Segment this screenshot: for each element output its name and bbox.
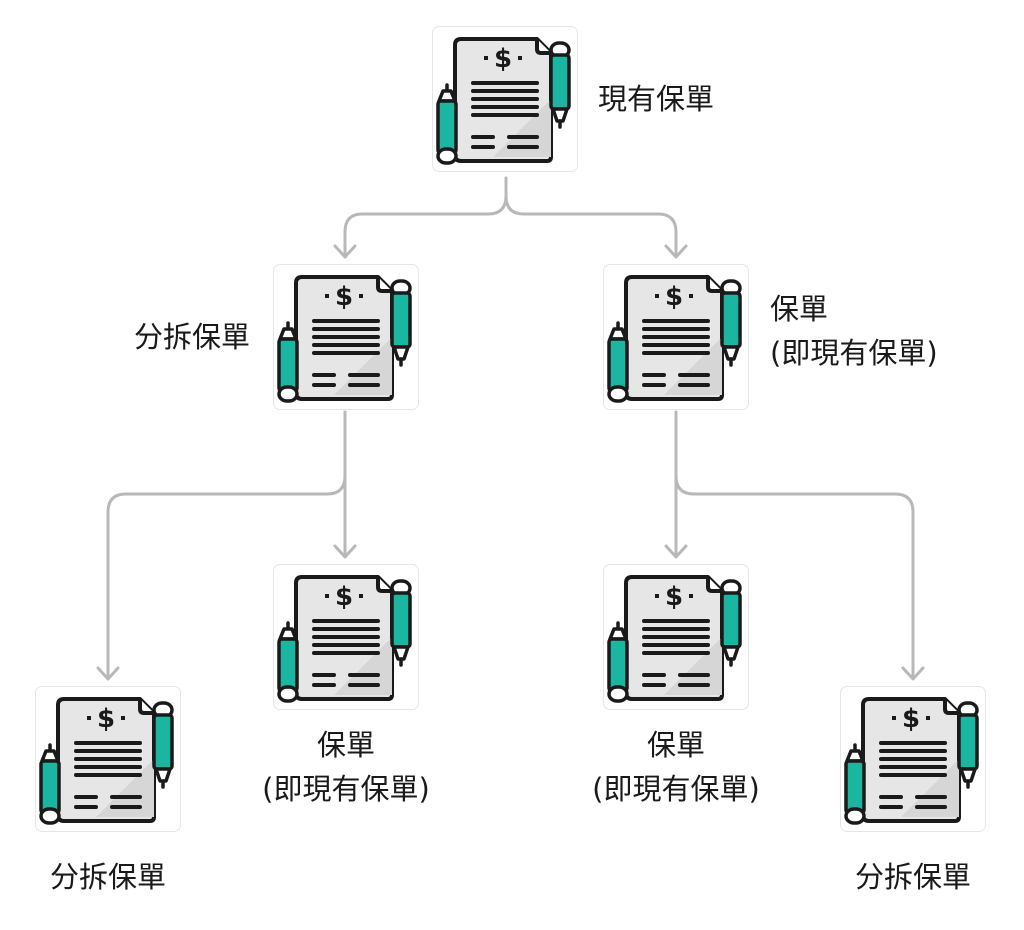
- node-policy-2-icon-box: $: [273, 564, 419, 710]
- svg-text:$: $: [335, 582, 353, 612]
- arrowhead: [333, 244, 357, 259]
- node-split-1-label: 分拆保單: [133, 320, 250, 354]
- node-policy-3-label: 保單 (即現有保單): [592, 728, 760, 806]
- connector-root-split-1: [343, 176, 508, 258]
- arrowhead: [901, 666, 925, 681]
- node-root-icon-box: $: [432, 26, 578, 172]
- node-split-3-icon-box: $: [840, 686, 986, 832]
- svg-text:$: $: [494, 44, 512, 74]
- node-policy-3-icon-box: $: [603, 564, 749, 710]
- node-split-3-label: 分拆保單: [854, 860, 972, 894]
- svg-text:$: $: [902, 704, 920, 734]
- arrowhead: [664, 244, 688, 259]
- connector-policy-1-split-3: [674, 474, 915, 680]
- svg-text:$: $: [97, 704, 115, 734]
- svg-text:$: $: [335, 282, 353, 312]
- svg-text:$: $: [665, 282, 683, 312]
- node-policy-1-label: 保單 (即現有保單): [770, 292, 938, 370]
- arrowhead: [664, 544, 688, 559]
- connector-root-policy-1: [504, 176, 678, 258]
- svg-text:$: $: [665, 582, 683, 612]
- arrowhead: [96, 666, 120, 681]
- arrowhead: [333, 544, 357, 559]
- node-policy-2-label: 保單 (即現有保單): [262, 728, 430, 806]
- node-split-2-icon-box: $: [35, 686, 181, 832]
- node-root-label: 現有保單: [598, 82, 715, 116]
- node-split-1-icon-box: $: [273, 264, 419, 410]
- connector-split-1-split-2: [106, 474, 347, 680]
- node-policy-1-icon-box: $: [603, 264, 749, 410]
- node-split-2-label: 分拆保單: [49, 860, 167, 894]
